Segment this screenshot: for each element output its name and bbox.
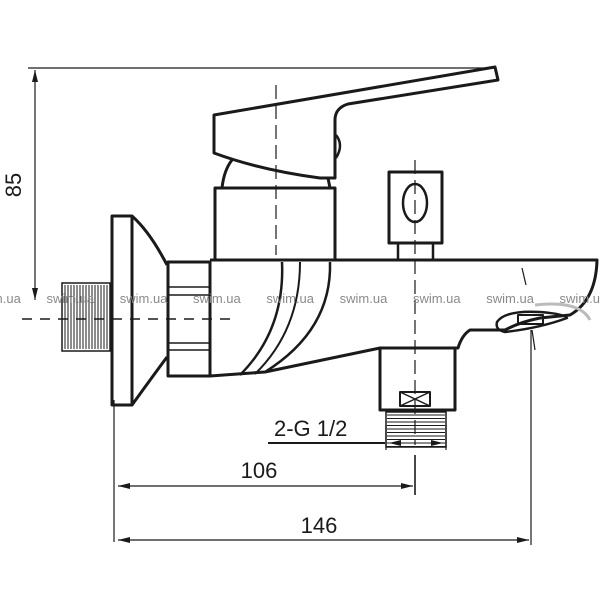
dimension-height: 85 — [1, 173, 26, 197]
watermark-text: swim.ua — [266, 291, 314, 306]
dimension-lines — [22, 67, 536, 545]
dimension-outlet-distance: 106 — [241, 458, 278, 483]
watermark-text: swim.ua — [413, 291, 461, 306]
watermark-text: swim.ua — [193, 291, 241, 306]
dimension-thread: 2-G 1/2 — [274, 416, 347, 441]
watermark-text: swim.ua — [486, 291, 534, 306]
watermark-text: swim.ua — [340, 291, 388, 306]
threads — [61, 282, 447, 448]
watermark-text: swim.ua — [0, 291, 22, 306]
watermark-row: swim.ua swim.ua swim.ua swim.ua swim.ua swim.… — [0, 291, 600, 306]
faucet-body — [110, 65, 599, 412]
watermark-text: swim.ua — [46, 291, 94, 306]
dimension-overall-length: 146 — [301, 513, 338, 538]
watermark-text: swim.ua — [560, 291, 600, 306]
watermark-text: swim.ua — [120, 291, 168, 306]
